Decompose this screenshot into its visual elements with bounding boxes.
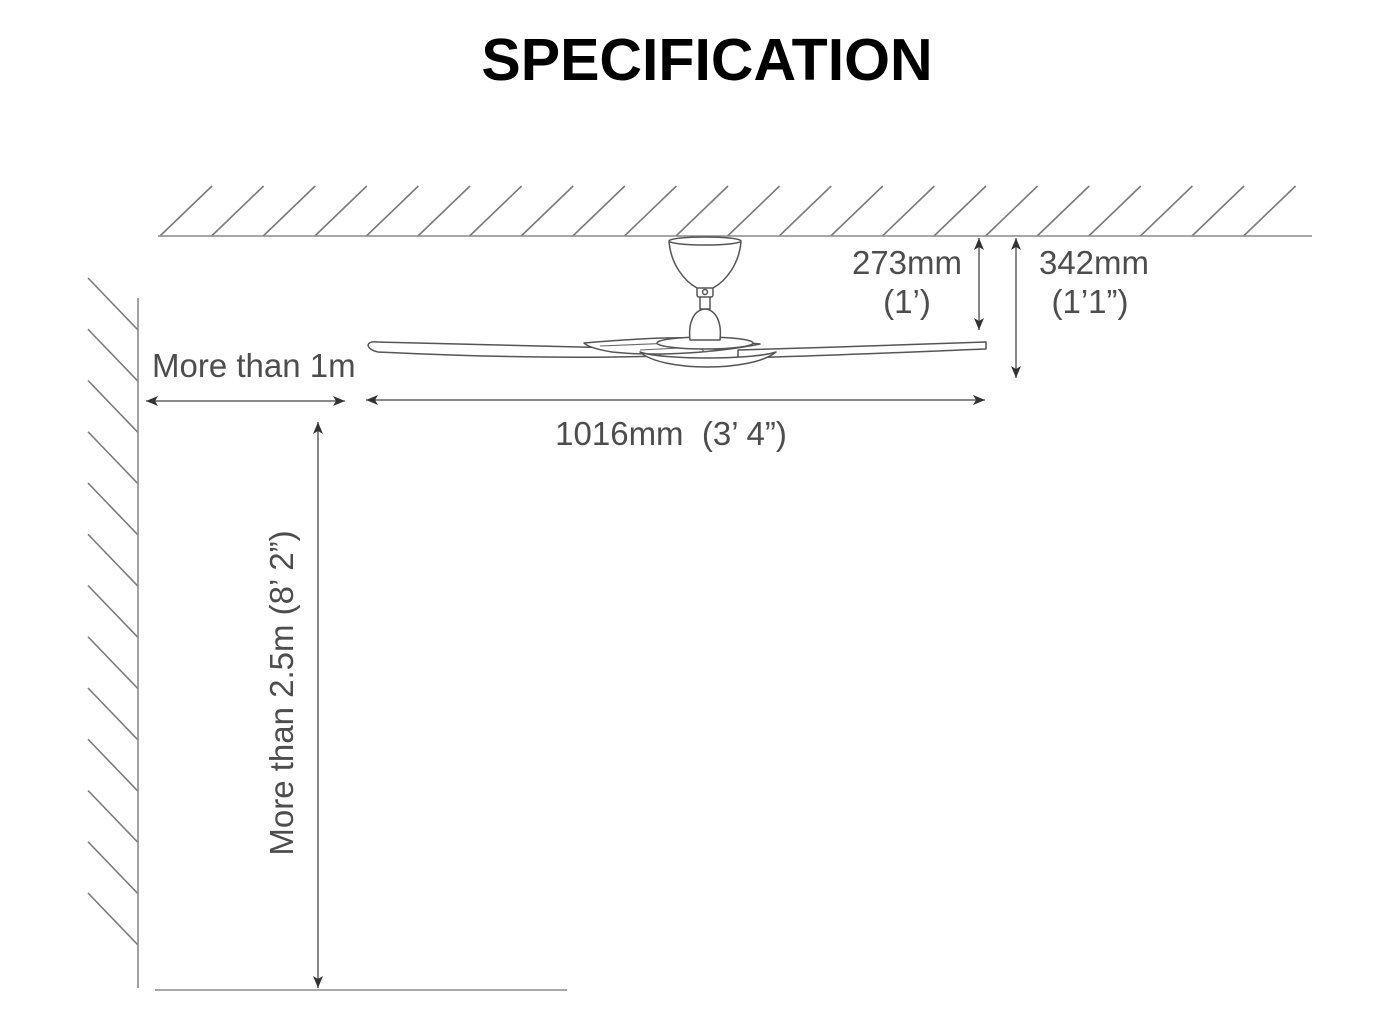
ceiling-hatch-line <box>262 185 316 237</box>
ceiling-hatch-line <box>572 185 626 237</box>
ceiling-hatch-line <box>623 185 677 237</box>
wall-hatch-line <box>87 277 139 331</box>
ceiling-hatch-line <box>675 185 729 237</box>
ceiling-hatch-line <box>1036 185 1090 237</box>
wall-hatch-line <box>87 892 139 946</box>
downrod <box>699 295 711 310</box>
wall-hatch-line <box>87 328 139 382</box>
drop-long-imperial-label: (1’1”) <box>1051 283 1128 320</box>
wall-hatch-line <box>87 379 139 434</box>
ceiling-hatch-line <box>881 185 935 237</box>
ceiling-hatch-line <box>933 185 987 237</box>
wall-hatch-line <box>87 841 139 895</box>
wall-hatch-line <box>87 738 139 792</box>
page-title: SPECIFICATION <box>481 27 932 93</box>
ceiling-hatch-line <box>417 185 471 237</box>
wall-hatch-line <box>87 687 139 741</box>
motor-housing <box>688 308 722 341</box>
ceiling-hatching <box>159 185 1297 237</box>
wall-clearance-label: More than 1m <box>152 347 356 384</box>
ceiling-hatch-line <box>159 185 213 237</box>
ceiling-hatch-line <box>520 185 574 237</box>
wall-hatch-line <box>87 533 139 587</box>
ceiling-hatch-line <box>314 185 368 237</box>
wall-hatching <box>87 277 139 946</box>
canopy-rim <box>668 236 742 246</box>
ceiling-hatch-line <box>1243 185 1297 237</box>
floor-clearance-label: More than 2.5m (8’ 2”) <box>263 530 300 855</box>
ceiling-hatch-line <box>830 185 884 237</box>
ceiling-hatch-line <box>365 185 419 237</box>
blade-span-label: 1016mm (3’ 4”) <box>555 415 787 452</box>
blade-right <box>737 341 987 359</box>
ceiling-hatch-line <box>727 185 781 237</box>
wall-hatch-line <box>87 482 139 536</box>
motor-bottom <box>639 351 777 368</box>
drop-short-metric-label: 273mm <box>852 244 962 281</box>
ceiling-fan <box>367 236 987 368</box>
ceiling-hatch-line <box>985 185 1039 237</box>
canopy <box>668 241 742 289</box>
ceiling-hatch-line <box>1191 185 1245 237</box>
ceiling-hatch-line <box>1088 185 1142 237</box>
wall-hatch-line <box>87 584 139 639</box>
drop-short-imperial-label: (1’) <box>883 283 931 320</box>
drop-long-metric-label: 342mm <box>1039 244 1149 281</box>
ceiling-hatch-line <box>211 185 265 237</box>
wall-hatch-line <box>87 789 139 844</box>
coupling-pin <box>701 288 709 296</box>
ceiling-hatch-line <box>778 185 832 237</box>
ceiling-hatch-line <box>469 185 523 237</box>
ceiling-hatch-line <box>1139 185 1193 237</box>
wall-hatch-line <box>87 431 139 485</box>
wall-hatch-line <box>87 636 139 690</box>
